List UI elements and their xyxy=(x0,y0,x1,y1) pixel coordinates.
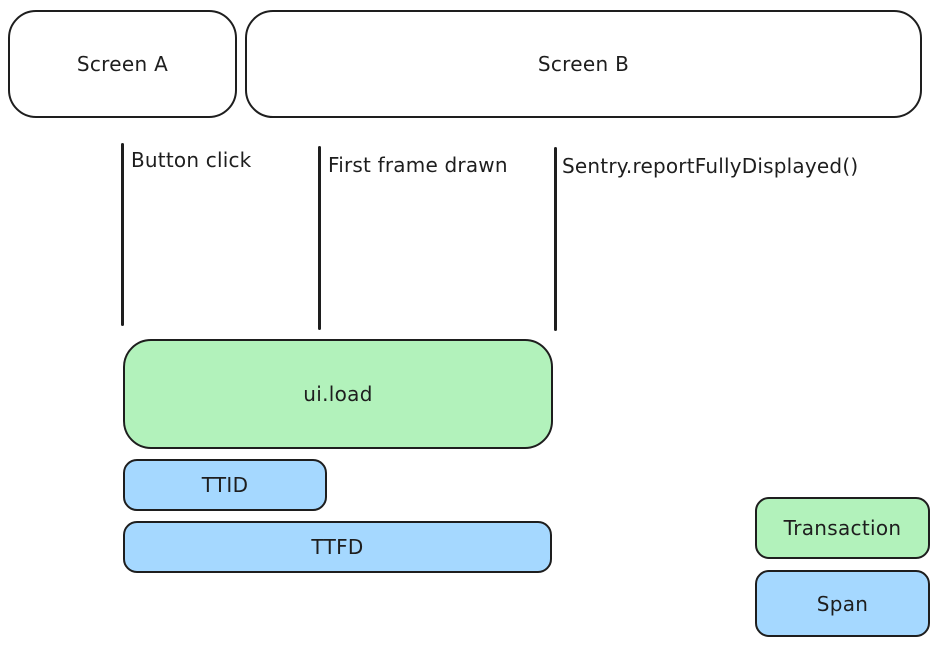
legend-span-label: Span xyxy=(816,591,869,616)
first-frame-drawn-marker-line xyxy=(318,146,321,330)
button-click-marker-line xyxy=(121,143,124,326)
ttfd-span-bar: TTFD xyxy=(123,521,552,573)
ui-load-transaction-bar: ui.load xyxy=(123,334,553,449)
report-fully-displayed-label: Sentry.reportFullyDisplayed() xyxy=(562,154,859,178)
first-frame-drawn-label: First frame drawn xyxy=(328,153,508,177)
button-click-label: Button click xyxy=(131,148,252,172)
ttfd-label: TTFD xyxy=(311,535,364,559)
legend-span-box: Span xyxy=(755,570,930,637)
ttid-label: TTID xyxy=(201,473,249,497)
screen-a-box: Screen A xyxy=(8,10,237,118)
report-fully-displayed-marker-line xyxy=(554,147,557,331)
legend-transaction-label: Transaction xyxy=(783,516,902,540)
ttid-span-bar: TTID xyxy=(123,459,327,511)
legend-transaction-box: Transaction xyxy=(755,497,930,559)
screen-b-label: Screen B xyxy=(537,52,630,76)
ui-load-label: ui.load xyxy=(303,382,373,406)
screen-a-label: Screen A xyxy=(76,52,169,76)
screen-b-box: Screen B xyxy=(245,10,922,118)
